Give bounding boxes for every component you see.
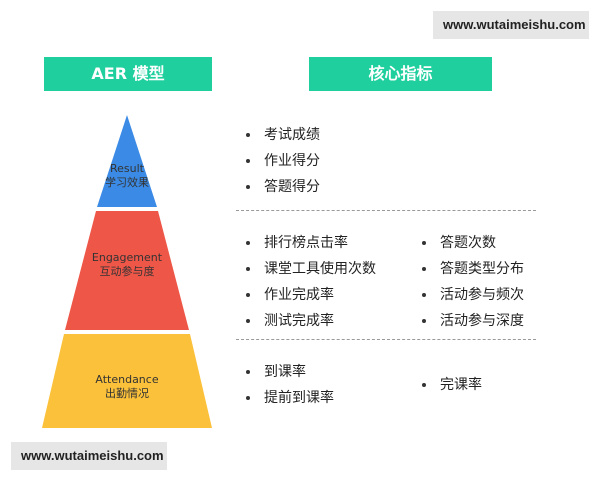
list-item: 完课率 (420, 372, 482, 398)
list-item: 到课率 (244, 359, 334, 385)
pyramid-tier-result (97, 115, 157, 207)
pyramid-tier-engagement (65, 211, 189, 330)
tier-result-en: Result (110, 162, 144, 175)
tier-attendance-zh: 出勤情况 (105, 387, 149, 400)
list-item: 作业完成率 (244, 282, 376, 308)
list-item: 答题得分 (244, 174, 320, 200)
list-item: 作业得分 (244, 148, 320, 174)
watermark-bottom: www.wutaimeishu.com (11, 442, 167, 470)
result-metrics-list: 考试成绩 作业得分 答题得分 (244, 122, 320, 200)
tier-label-attendance: Attendance 出勤情况 (77, 373, 177, 401)
tier-result-zh: 学习效果 (105, 176, 149, 189)
divider-result-engagement (236, 210, 536, 211)
tier-engagement-zh: 互动参与度 (99, 265, 155, 278)
aer-model-header: AER 模型 (44, 57, 212, 91)
list-item: 答题类型分布 (420, 256, 524, 282)
list-item: 课堂工具使用次数 (244, 256, 376, 282)
attendance-metrics-right-list: 完课率 (420, 372, 482, 398)
attendance-metrics-left-list: 到课率 提前到课率 (244, 359, 334, 411)
tier-attendance-en: Attendance (95, 373, 159, 386)
list-item: 答题次数 (420, 230, 524, 256)
list-item: 活动参与深度 (420, 308, 524, 334)
list-item: 测试完成率 (244, 308, 376, 334)
engagement-metrics-right-list: 答题次数 答题类型分布 活动参与频次 活动参与深度 (420, 230, 524, 334)
core-metrics-header: 核心指标 (309, 57, 492, 91)
tier-label-result: Result 学习效果 (87, 162, 167, 190)
watermark-top: www.wutaimeishu.com (433, 11, 589, 39)
list-item: 排行榜点击率 (244, 230, 376, 256)
tier-engagement-en: Engagement (91, 251, 163, 264)
list-item: 考试成绩 (244, 122, 320, 148)
engagement-metrics-left-list: 排行榜点击率 课堂工具使用次数 作业完成率 测试完成率 (244, 230, 376, 334)
list-item: 提前到课率 (244, 385, 334, 411)
divider-engagement-attendance (236, 339, 536, 340)
tier-label-engagement: Engagement 互动参与度 (77, 251, 177, 279)
list-item: 活动参与频次 (420, 282, 524, 308)
pyramid-tier-attendance (42, 334, 212, 428)
